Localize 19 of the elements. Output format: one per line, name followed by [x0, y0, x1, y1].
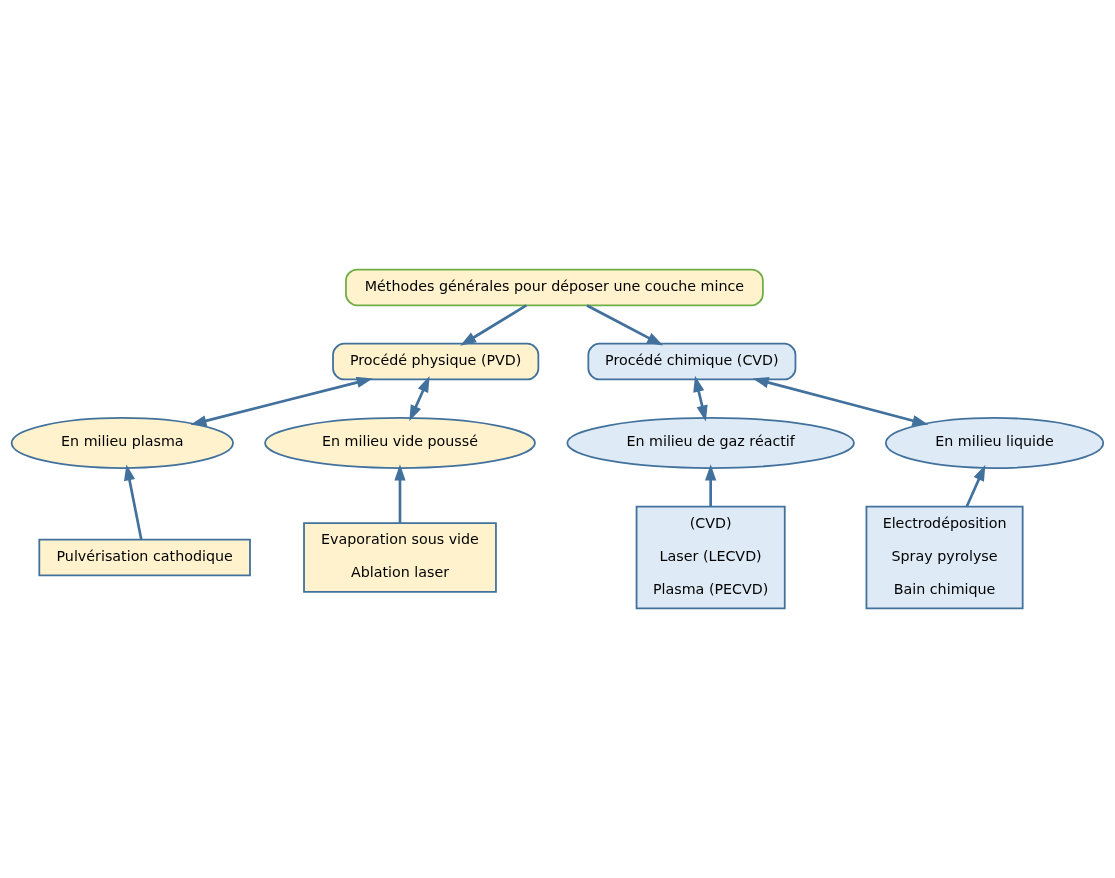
- node-box: Méthodes générales pour déposer une couche mince: [345, 268, 764, 307]
- arrow: [693, 375, 708, 422]
- node-box: (CVD) Laser (LECVD) Plasma (PECVD): [635, 505, 786, 610]
- node-box: Pulvérisation cathodique: [38, 538, 251, 577]
- arrow: [460, 304, 527, 346]
- arrow: [965, 464, 986, 508]
- arrow: [409, 376, 430, 422]
- node-ellipse: En milieu vide poussé: [264, 417, 536, 469]
- arrow: [190, 376, 373, 427]
- node-box: Evaporation sous vide Ablation laser: [303, 522, 497, 593]
- node-box: Procédé chimique (CVD): [587, 342, 797, 381]
- arrow: [394, 464, 406, 523]
- node-ellipse: En milieu de gaz réactif: [566, 417, 855, 469]
- arrow: [752, 377, 929, 427]
- node-box: Electrodéposition Spray pyrolyse Bain chimique: [865, 505, 1024, 610]
- node-box: Procédé physique (PVD): [332, 342, 540, 381]
- arrow: [124, 464, 143, 540]
- arrow: [586, 304, 664, 346]
- arrow: [705, 464, 717, 507]
